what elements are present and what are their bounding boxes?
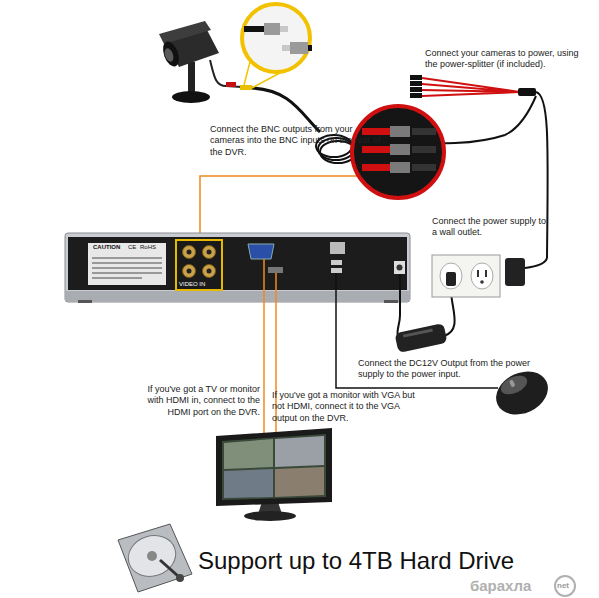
panel-label: VIDEO IN (179, 281, 205, 289)
hard-drive (118, 524, 192, 592)
watermark: net (557, 581, 569, 591)
caption: Support up to 4TB Hard Drive (198, 546, 514, 576)
callout-text: Connect your cameras to power, using the… (425, 48, 585, 71)
panel-label: RoHS (140, 244, 156, 252)
callout-text: If you've got a monitor with VGA but not… (272, 390, 424, 424)
watermark: барахла (470, 577, 531, 596)
callout-text: Connect the power supply to a wall outle… (432, 216, 550, 239)
dc-wire (397, 274, 400, 336)
monitor (216, 428, 332, 521)
wall-outlet (432, 255, 547, 297)
mouse (489, 363, 555, 422)
callout-text: Connect the DC12V Output from the power … (358, 358, 536, 381)
callout-text: Connect the BNC outputs from your camera… (210, 124, 386, 158)
watermark-logo (555, 576, 575, 596)
splitter-zoom (352, 106, 444, 198)
dvr (65, 233, 410, 303)
power-brick (394, 323, 447, 353)
vga-lead (263, 259, 265, 436)
hdmi-lead (275, 273, 277, 436)
bnc-zoom (242, 4, 312, 88)
callout-text: If you've got a TV or monitor with HDMI … (138, 384, 260, 418)
panel-label: CAUTION (93, 244, 120, 252)
bnc-leader (200, 160, 366, 240)
mains-wire (444, 292, 455, 336)
dvr-rear-panel: CAUTION CE RoHS VIDEO IN (65, 233, 410, 302)
panel-label: CE (128, 244, 136, 252)
